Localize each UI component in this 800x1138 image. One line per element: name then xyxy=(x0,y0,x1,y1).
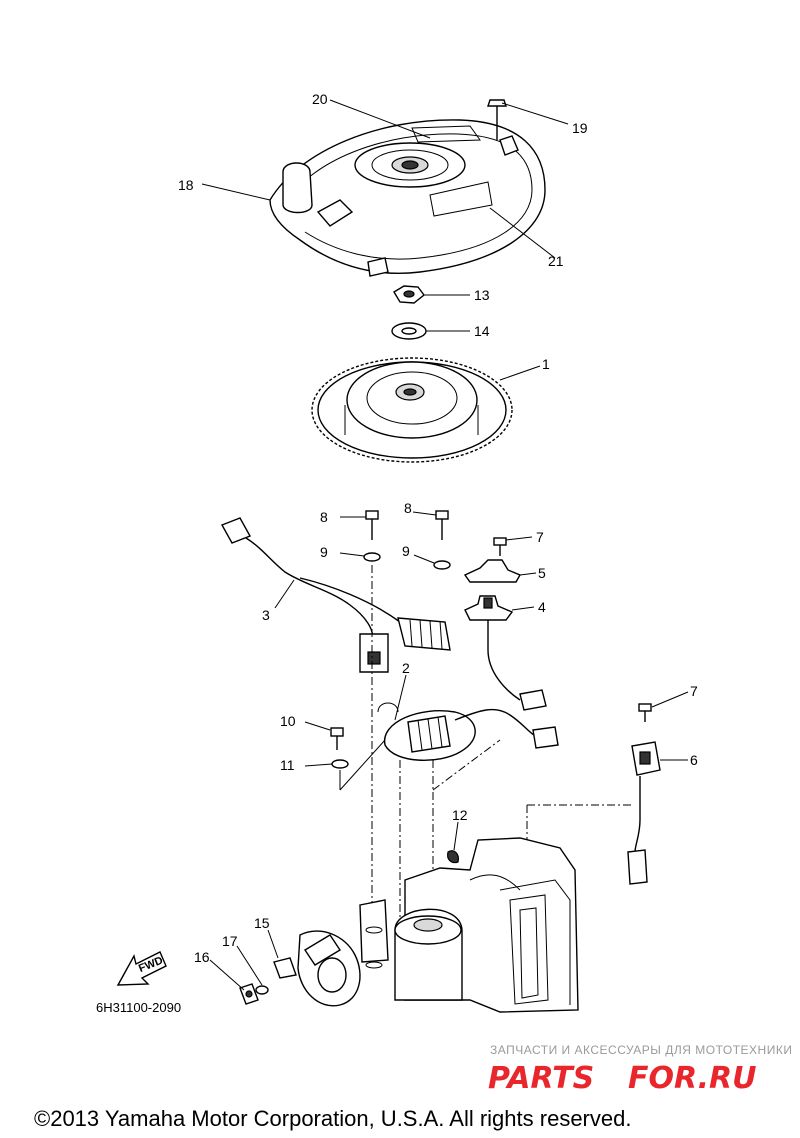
callout-11: 11 xyxy=(280,757,295,773)
callout-8-left: 8 xyxy=(320,509,328,525)
callout-9-left: 9 xyxy=(320,544,328,560)
alignment-lines xyxy=(339,565,632,950)
flywheel-nut[interactable] xyxy=(393,285,425,304)
bolt-8-right[interactable] xyxy=(435,510,449,540)
watermark-logo-left: PARTS xyxy=(488,1061,594,1096)
watermark-logo-right: FOR.RU xyxy=(628,1061,757,1096)
callout-13: 13 xyxy=(474,287,490,303)
washer-9-left[interactable] xyxy=(363,552,381,562)
charge-coil[interactable] xyxy=(377,702,559,761)
flywheel-washer[interactable] xyxy=(391,322,427,340)
engine-block xyxy=(359,837,579,1013)
callout-18: 18 xyxy=(178,177,194,193)
bolt-10[interactable] xyxy=(330,727,344,750)
callout-19: 19 xyxy=(572,120,588,136)
callout-7-right: 7 xyxy=(690,683,698,699)
bracket-assembly xyxy=(297,930,361,1007)
fwd-arrow: FWD xyxy=(116,951,167,986)
leader-lines xyxy=(201,99,689,991)
callout-14: 14 xyxy=(474,323,490,339)
watermark: ЗАПЧАСТИ И АКСЕССУАРЫ ДЛЯ МОТОТЕХНИКИ PA… xyxy=(488,1043,792,1096)
pulser-coil[interactable] xyxy=(464,595,547,711)
callout-9-right: 9 xyxy=(402,543,410,559)
thermo-sensor[interactable] xyxy=(627,741,661,885)
callout-20: 20 xyxy=(312,91,328,107)
flywheel-magneto[interactable] xyxy=(311,357,513,463)
callout-1: 1 xyxy=(542,356,550,372)
callout-6: 6 xyxy=(690,752,698,768)
callout-10: 10 xyxy=(280,713,296,729)
drawing-number: 6H31100-2090 xyxy=(96,1000,181,1015)
washer-9-right[interactable] xyxy=(433,560,451,570)
copyright-notice: ©2013 Yamaha Motor Corporation, U.S.A. A… xyxy=(34,1106,631,1131)
callout-12: 12 xyxy=(452,807,468,823)
washer-17[interactable] xyxy=(255,985,269,995)
clamp-15[interactable] xyxy=(273,957,297,979)
callout-7-top: 7 xyxy=(536,529,544,545)
rectifier-harness[interactable] xyxy=(220,517,451,673)
callout-2: 2 xyxy=(402,660,410,676)
callout-3: 3 xyxy=(262,607,270,623)
cover-bolt[interactable] xyxy=(487,99,507,140)
callout-16: 16 xyxy=(194,949,210,965)
washer-11[interactable] xyxy=(331,759,349,769)
callout-17: 17 xyxy=(222,933,238,949)
flywheel-cover[interactable] xyxy=(269,119,546,277)
screw-16[interactable] xyxy=(239,983,259,1005)
callout-21: 21 xyxy=(548,253,564,269)
pulser-bracket[interactable] xyxy=(463,559,522,583)
dowel-pin[interactable] xyxy=(447,850,459,864)
watermark-tagline: ЗАПЧАСТИ И АКСЕССУАРЫ ДЛЯ МОТОТЕХНИКИ xyxy=(490,1043,792,1057)
callout-5: 5 xyxy=(538,565,546,581)
callout-8-right: 8 xyxy=(404,500,412,516)
callout-4: 4 xyxy=(538,599,546,615)
bolt-7-right[interactable] xyxy=(638,703,652,722)
bolt-8-left[interactable] xyxy=(365,510,379,540)
callout-numbers: 20 19 18 21 13 14 1 8 8 9 9 7 5 4 3 2 10… xyxy=(178,91,698,965)
bolt-7-top[interactable] xyxy=(493,537,507,556)
callout-15: 15 xyxy=(254,915,270,931)
